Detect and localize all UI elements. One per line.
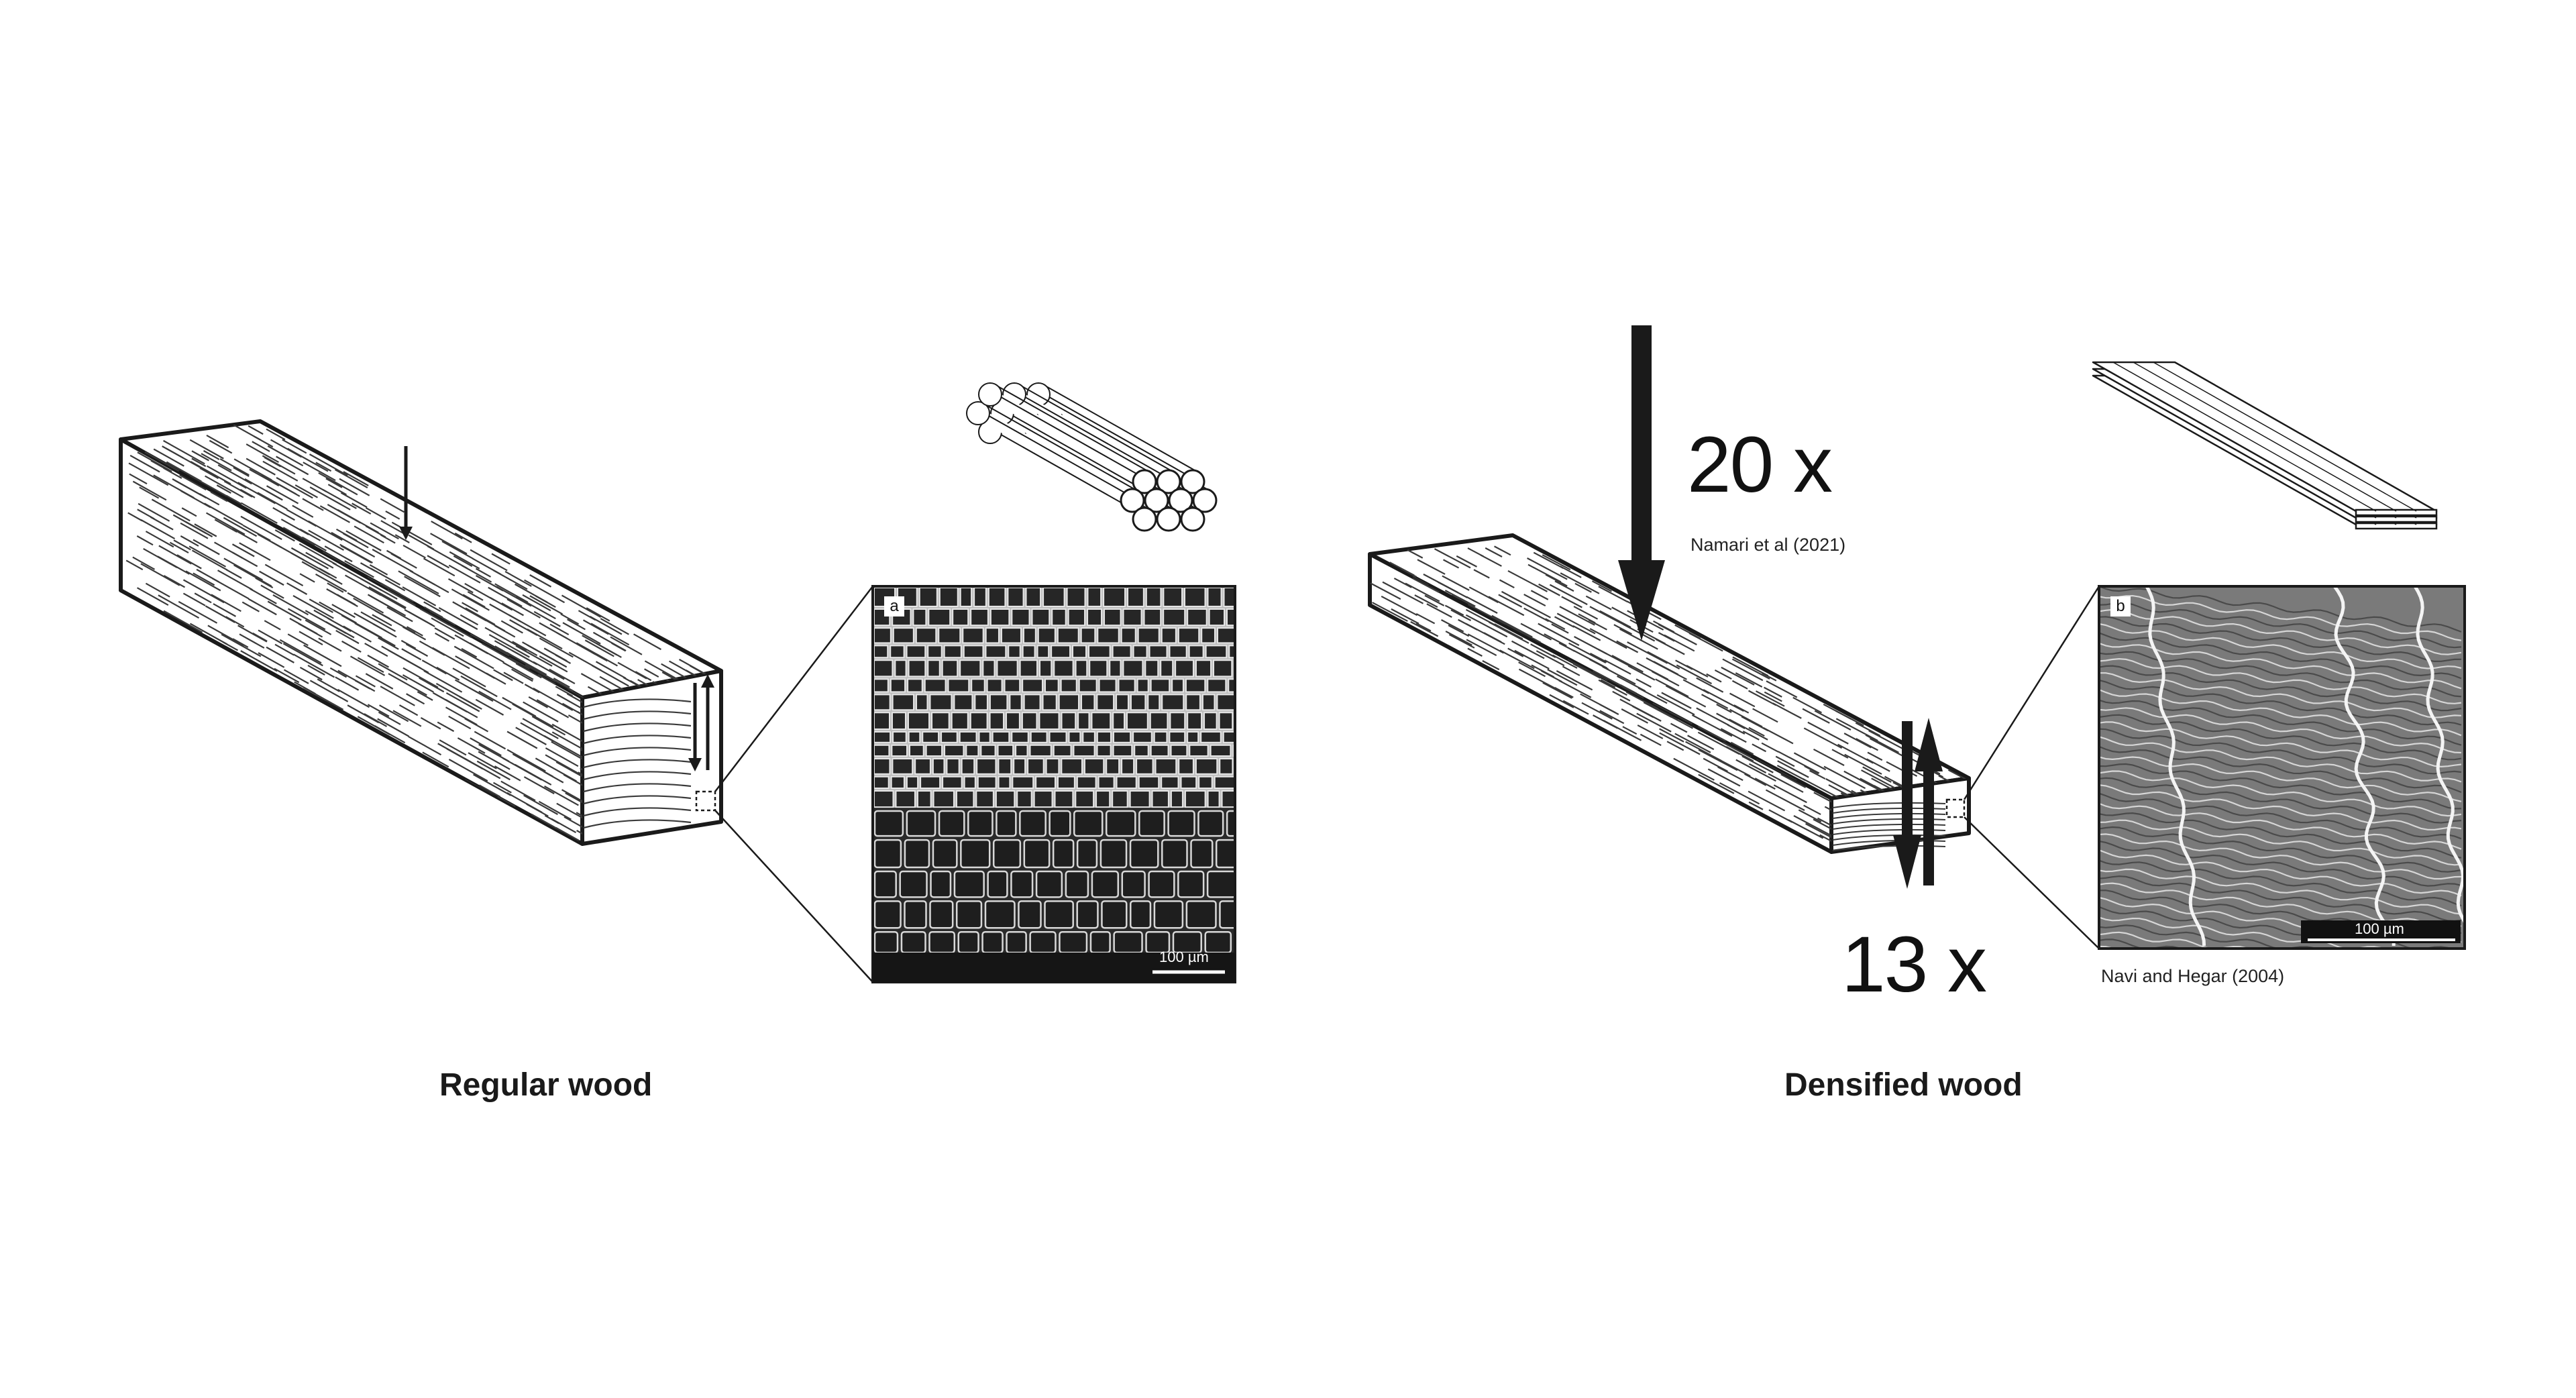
regular-scale-label: 100 µm	[1159, 949, 1209, 965]
densified-zoom-lines	[1963, 586, 2100, 949]
regular-fiber-bundle-icon	[966, 382, 1218, 532]
densified-wood-micrograph	[2098, 585, 2466, 950]
regular-wood-block	[119, 419, 723, 846]
regular-wood-top-grain	[144, 424, 721, 698]
panel-letter-a: a	[884, 596, 904, 616]
densified-sample-marker	[1945, 798, 1966, 818]
densified-compression-arrow	[1618, 325, 1665, 641]
densified-wood-block	[1368, 533, 1971, 854]
densified-fiber-stack-icon	[2092, 361, 2438, 530]
compression-factor-label: 20 x	[1687, 421, 1833, 509]
densified-scale-label: 100 µm	[2355, 920, 2404, 937]
compression-source-citation: Namari et al (2021)	[1690, 535, 1846, 555]
regular-zoom-lines	[714, 586, 873, 983]
panel-letter-b: b	[2110, 596, 2131, 616]
densified-wood-end-face	[1829, 776, 1971, 854]
stiffness-factor-label: 13 x	[1841, 920, 1987, 1009]
densified-wood-side-grain	[1370, 577, 1831, 845]
regular-wood-end-face	[580, 669, 723, 846]
regular-sample-marker	[695, 790, 716, 812]
regular-wood-micrograph	[871, 585, 1236, 983]
regular-wood-caption: Regular wood	[439, 1067, 653, 1103]
regular-wood-growth-rings	[583, 698, 692, 829]
regular-wood-side-grain	[125, 451, 582, 844]
densified-wood-caption: Densified wood	[1784, 1067, 2023, 1103]
micrograph-source-citation: Navi and Hegar (2004)	[2101, 966, 2285, 986]
densified-stiffness-arrows	[1893, 718, 1943, 889]
